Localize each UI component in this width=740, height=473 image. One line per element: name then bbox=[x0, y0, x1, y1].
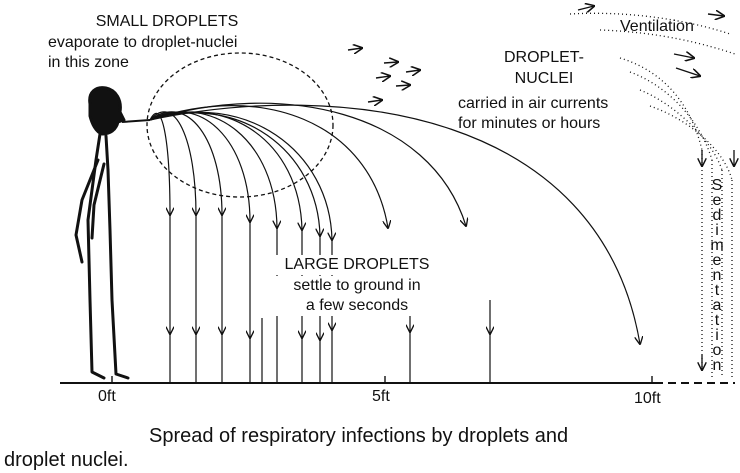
droplet-nuclei-desc-1: carried in air currents bbox=[458, 95, 609, 112]
droplet-nuclei-title-2: NUCLEI bbox=[514, 70, 574, 87]
small-droplets-desc-1: evaporate to droplet-nuclei bbox=[48, 34, 238, 51]
sedimentation-letter: e bbox=[712, 252, 722, 269]
sedimentation-letter: m bbox=[710, 237, 724, 254]
distance-ticks bbox=[111, 376, 653, 383]
sedimentation-letter: n bbox=[712, 357, 722, 374]
caption-line-1: Spread of respiratory infections by drop… bbox=[149, 425, 569, 447]
drift-arrows bbox=[347, 48, 420, 102]
tick-label-0ft: 0ft bbox=[98, 388, 116, 405]
sedimentation-letter: d bbox=[712, 207, 722, 224]
sedimentation-letter: o bbox=[712, 342, 722, 359]
sedimentation-letter: a bbox=[712, 297, 722, 314]
droplet-nuclei-desc-2: for minutes or hours bbox=[458, 115, 601, 132]
sedimentation-letter: e bbox=[712, 192, 722, 209]
tick-label-10ft: 10ft bbox=[634, 390, 661, 407]
caption-line-2: droplet nuclei. bbox=[4, 449, 129, 471]
air-current-dots bbox=[569, 12, 736, 378]
droplet-nuclei-title-1: DROPLET- bbox=[503, 49, 584, 66]
sedimentation-letter: i bbox=[715, 222, 719, 239]
droplet-trajectories bbox=[149, 102, 640, 344]
sedimentation-letter: n bbox=[712, 267, 722, 284]
person-figure bbox=[74, 86, 130, 380]
ventilation-label: Ventilation bbox=[620, 18, 694, 35]
ventilation-arrows bbox=[577, 6, 724, 76]
large-droplets-desc-2: a few seconds bbox=[262, 296, 452, 316]
large-droplets-desc-1: settle to ground in bbox=[252, 276, 462, 296]
sedimentation-letter: i bbox=[715, 327, 719, 344]
figure-caption: Spread of respiratory infections by drop… bbox=[4, 424, 734, 472]
small-droplets-title: SMALL DROPLETS bbox=[95, 13, 239, 30]
evaporation-zone bbox=[146, 52, 334, 198]
small-droplets-desc-2: in this zone bbox=[48, 54, 129, 71]
sedimentation-arrows bbox=[702, 150, 734, 370]
tick-label-5ft: 5ft bbox=[372, 388, 390, 405]
sedimentation-letter: t bbox=[714, 282, 720, 299]
sedimentation-letter: S bbox=[711, 177, 723, 194]
mouth-spray bbox=[121, 119, 151, 123]
sedimentation-letter: t bbox=[714, 312, 720, 329]
large-droplets-title: LARGE DROPLETS bbox=[252, 255, 462, 275]
